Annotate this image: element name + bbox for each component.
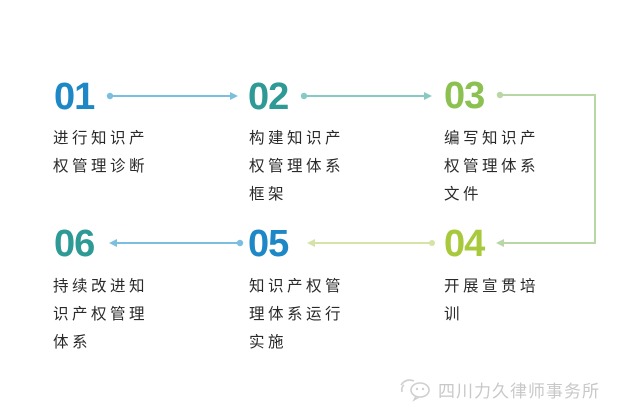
step-text-line: 框架 xyxy=(249,185,288,203)
step-text-line: 进行知识产 xyxy=(53,129,149,147)
step-text-02: 构建知识产 权管理体系 框架 xyxy=(249,124,379,208)
arrow-05-to-06 xyxy=(109,239,244,247)
step-text-line: 开展宣贯培 xyxy=(444,277,540,295)
step-text-line: 训 xyxy=(444,305,464,323)
step-text-line: 权管理体系 xyxy=(444,157,540,175)
arrow-03-to-04 xyxy=(496,91,596,247)
step-text-03: 编写知识产 权管理体系 文件 xyxy=(444,124,574,208)
step-number-02: 02 xyxy=(248,76,289,118)
step-text-line: 编写知识产 xyxy=(444,129,540,147)
step-text-04: 开展宣贯培 训 xyxy=(444,272,574,328)
step-text-line: 体系 xyxy=(53,333,92,351)
step-text-line: 权管理体系 xyxy=(249,157,345,175)
step-text-line: 文件 xyxy=(444,185,483,203)
arrow-04-to-05 xyxy=(307,239,435,247)
step-text-line: 权管理诊断 xyxy=(53,157,149,175)
arrow-01-to-02 xyxy=(106,92,238,100)
step-number-05: 05 xyxy=(248,223,289,265)
step-number-04: 04 xyxy=(444,223,485,265)
wechat-icon xyxy=(398,376,432,402)
step-text-01: 进行知识产 权管理诊断 xyxy=(53,124,183,180)
step-number-01: 01 xyxy=(54,76,95,118)
watermark: 四川力久律师事务所 xyxy=(398,376,600,402)
step-number-03: 03 xyxy=(444,75,485,117)
step-text-line: 持续改进知 xyxy=(53,277,149,295)
watermark-text: 四川力久律师事务所 xyxy=(438,381,600,402)
step-text-line: 构建知识产 xyxy=(249,129,345,147)
step-text-line: 知识产权管 xyxy=(249,277,345,295)
step-text-06: 持续改进知 识产权管理 体系 xyxy=(53,272,183,356)
arrow-02-to-03 xyxy=(300,92,432,100)
step-text-05: 知识产权管 理体系运行 实施 xyxy=(249,272,379,356)
step-text-line: 实施 xyxy=(249,333,288,351)
step-text-line: 理体系运行 xyxy=(249,305,345,323)
step-number-06: 06 xyxy=(54,223,95,265)
step-text-line: 识产权管理 xyxy=(53,305,149,323)
